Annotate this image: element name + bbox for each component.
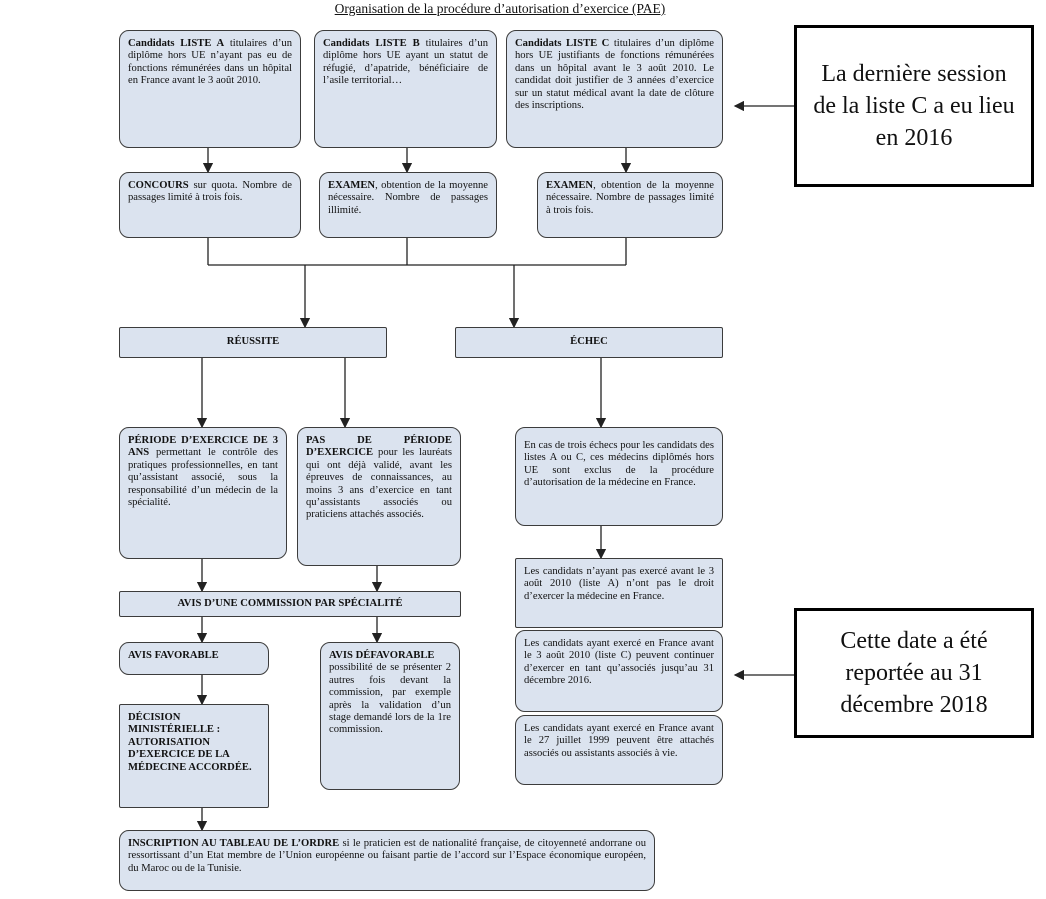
list-b-text: titulaires d’un diplôme hors UE ayant un… <box>323 38 488 87</box>
decision-box: DÉCISION MINISTÉRIELLE : AUTORISATION D’… <box>119 704 269 808</box>
note-date-reportee-text: Cette date a été reportée au 31 décembre… <box>840 628 988 718</box>
echec-box: ÉCHEC <box>455 327 723 358</box>
right-box-liste-c: Les candidats ayant exercé en France ava… <box>515 630 723 712</box>
reussite-box: RÉUSSITE <box>119 327 387 358</box>
note-liste-c-text: La dernière session de la liste C a eu l… <box>813 61 1015 151</box>
avis-favorable-label: AVIS FAVORABLE <box>128 650 219 661</box>
echec-text: En cas de trois échecs pour les candidat… <box>524 440 714 489</box>
right-box-1999: Les candidats ayant exercé en France ava… <box>515 715 723 785</box>
echec-text-box: En cas de trois échecs pour les candidat… <box>515 427 723 526</box>
pas-periode-title: PAS DE PÉRIODE D’EXERCICE <box>306 435 452 459</box>
right-box-liste-a-text: Les candidats n’ayant pas exercé avant l… <box>524 566 714 602</box>
examen-c-title: EXAMEN <box>546 180 594 191</box>
right-box-liste-c-text: Les candidats ayant exercé en France ava… <box>524 638 714 687</box>
list-a-box: Candidats LISTE A titulaires d’un diplôm… <box>119 30 301 148</box>
examen-c-box: EXAMEN, obtention de la moyenne nécessai… <box>537 172 723 238</box>
reussite-label: RÉUSSITE <box>226 336 280 348</box>
list-a-text: titulaires d’un diplôme hors UE n’ayant … <box>128 38 292 87</box>
list-c-text: titulaires d’un diplôme hors UE justifia… <box>515 38 714 112</box>
concours-title: CONCOURS <box>128 180 189 191</box>
right-box-1999-text: Les candidats ayant exercé en France ava… <box>524 723 714 759</box>
note-liste-c: La dernière session de la liste C a eu l… <box>794 25 1034 187</box>
commission-label: AVIS D’UNE COMMISSION PAR SPÉCIALITÉ <box>177 597 403 609</box>
commission-box: AVIS D’UNE COMMISSION PAR SPÉCIALITÉ <box>119 591 461 617</box>
pas-periode-box: PAS DE PÉRIODE D’EXERCICE pour les lauré… <box>297 427 461 566</box>
avis-defavorable-title: AVIS DÉFAVORABLE <box>329 650 435 661</box>
examen-b-title: EXAMEN <box>328 180 376 191</box>
inscription-text: si le praticien est de nationalité franç… <box>128 838 646 874</box>
right-box-liste-a: Les candidats n’ayant pas exercé avant l… <box>515 558 723 628</box>
examen-b-text: , obtention de la moyenne nécessaire. No… <box>328 180 488 216</box>
concours-box: CONCOURS sur quota. Nombre de passages l… <box>119 172 301 238</box>
periode-box: PÉRIODE D’EXERCICE DE 3 ANS permettant l… <box>119 427 287 559</box>
list-c-title: Candidats LISTE C <box>515 38 610 49</box>
list-b-box: Candidats LISTE B titulaires d’un diplôm… <box>314 30 497 148</box>
periode-text: permettant le contrôle des pratiques pro… <box>128 447 278 509</box>
list-b-title: Candidats LISTE B <box>323 38 420 49</box>
list-a-title: Candidats LISTE A <box>128 38 225 49</box>
inscription-box: INSCRIPTION AU TABLEAU DE L’ORDRE si le … <box>119 830 655 891</box>
decision-text: DÉCISION MINISTÉRIELLE : AUTORISATION D’… <box>128 712 252 773</box>
avis-favorable-box: AVIS FAVORABLE <box>119 642 269 675</box>
inscription-title: INSCRIPTION AU TABLEAU DE L’ORDRE <box>128 838 340 849</box>
examen-c-text: , obtention de la moyenne nécessaire. No… <box>546 180 714 216</box>
echec-label: ÉCHEC <box>570 336 608 348</box>
concours-text: sur quota. Nombre de passages limité à t… <box>128 180 292 204</box>
examen-b-box: EXAMEN, obtention de la moyenne nécessai… <box>319 172 497 238</box>
pas-periode-text: pour les lauréats qui ont déjà validé, a… <box>306 447 452 521</box>
diagram-title: Organisation de la procédure d’autorisat… <box>334 1 666 16</box>
avis-defavorable-text: possibilité de se présenter 2 autres foi… <box>329 662 451 736</box>
note-date-reportee: Cette date a été reportée au 31 décembre… <box>794 608 1034 738</box>
list-c-box: Candidats LISTE C titulaires d’un diplôm… <box>506 30 723 148</box>
periode-title: PÉRIODE D’EXERCICE DE 3 ANS <box>128 435 278 459</box>
